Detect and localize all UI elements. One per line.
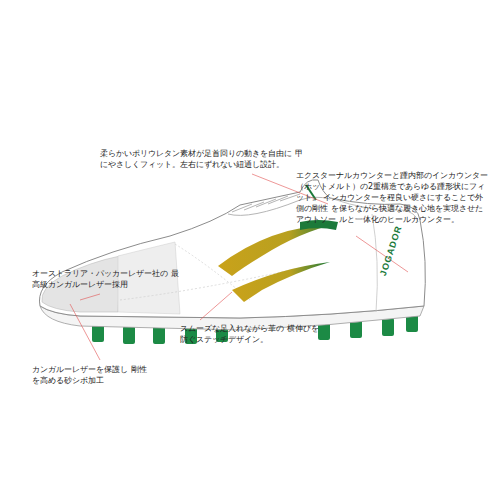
note-text: 柔らかいポリウレタン素材が足首回りの動きを自由に 甲にやさしくフィット。左右にず… [100,148,306,170]
note-text: エクスターナルカウンターと踵内部のインカウンター （ホットメルト）の2重構造であ… [296,170,489,225]
note-text: スムーズな足入れながら革の 横伸びを防ぐステッチデザイン。 [180,323,320,345]
note-text: カンガルーレザーを保護し 剛性を高める砂シボ加工 [32,364,152,386]
note-text: オーストラリア・パッカーレザー社の 最高級カンガルーレザー採用 [32,268,182,290]
